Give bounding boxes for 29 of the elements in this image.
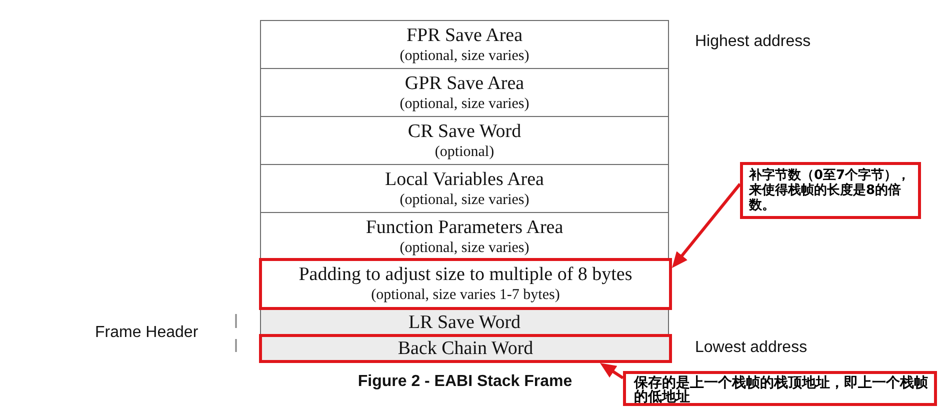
row-title: LR Save Word bbox=[408, 312, 521, 334]
row-title: FPR Save Area bbox=[406, 24, 523, 46]
table-row bbox=[259, 258, 672, 310]
row-title: CR Save Word bbox=[408, 120, 522, 142]
address-label: Highest address bbox=[695, 32, 811, 52]
frame-header-label: Frame Header bbox=[95, 323, 198, 343]
address-label: Lowest address bbox=[695, 338, 808, 358]
row-title: GPR Save Area bbox=[404, 72, 524, 94]
row-title: Function Parameters Area bbox=[366, 216, 564, 238]
table-row bbox=[260, 164, 669, 213]
callout-arrow bbox=[600, 363, 624, 380]
row-note: (optional, size varies 1-7 bytes) bbox=[371, 286, 560, 304]
row-note: (optional, size varies) bbox=[400, 46, 530, 64]
callout-arrow bbox=[672, 183, 742, 268]
figure-caption: Figure 2 - EABI Stack Frame bbox=[358, 372, 572, 392]
table-row bbox=[260, 116, 669, 165]
row-note: (optional, size varies) bbox=[400, 238, 530, 256]
row-title: Local Variables Area bbox=[385, 168, 544, 190]
row-title: Padding to adjust size to multiple of 8 bytes bbox=[298, 264, 632, 286]
row-note: (optional) bbox=[434, 142, 494, 160]
table-row bbox=[260, 68, 669, 117]
row-note: (optional, size varies) bbox=[400, 94, 530, 112]
row-title: Back Chain Word bbox=[398, 338, 534, 360]
callout-box: 保存的是上一个栈帧的栈顶地址，即上一个栈帧的低地址 bbox=[623, 371, 937, 406]
row-note: (optional, size varies) bbox=[400, 190, 530, 208]
table-row bbox=[260, 212, 669, 261]
table-row bbox=[260, 20, 669, 69]
table-row bbox=[259, 334, 672, 363]
callout-box: 补字节数（0至7个字节），来使得栈帧的长度是8的倍数。 bbox=[740, 162, 921, 219]
